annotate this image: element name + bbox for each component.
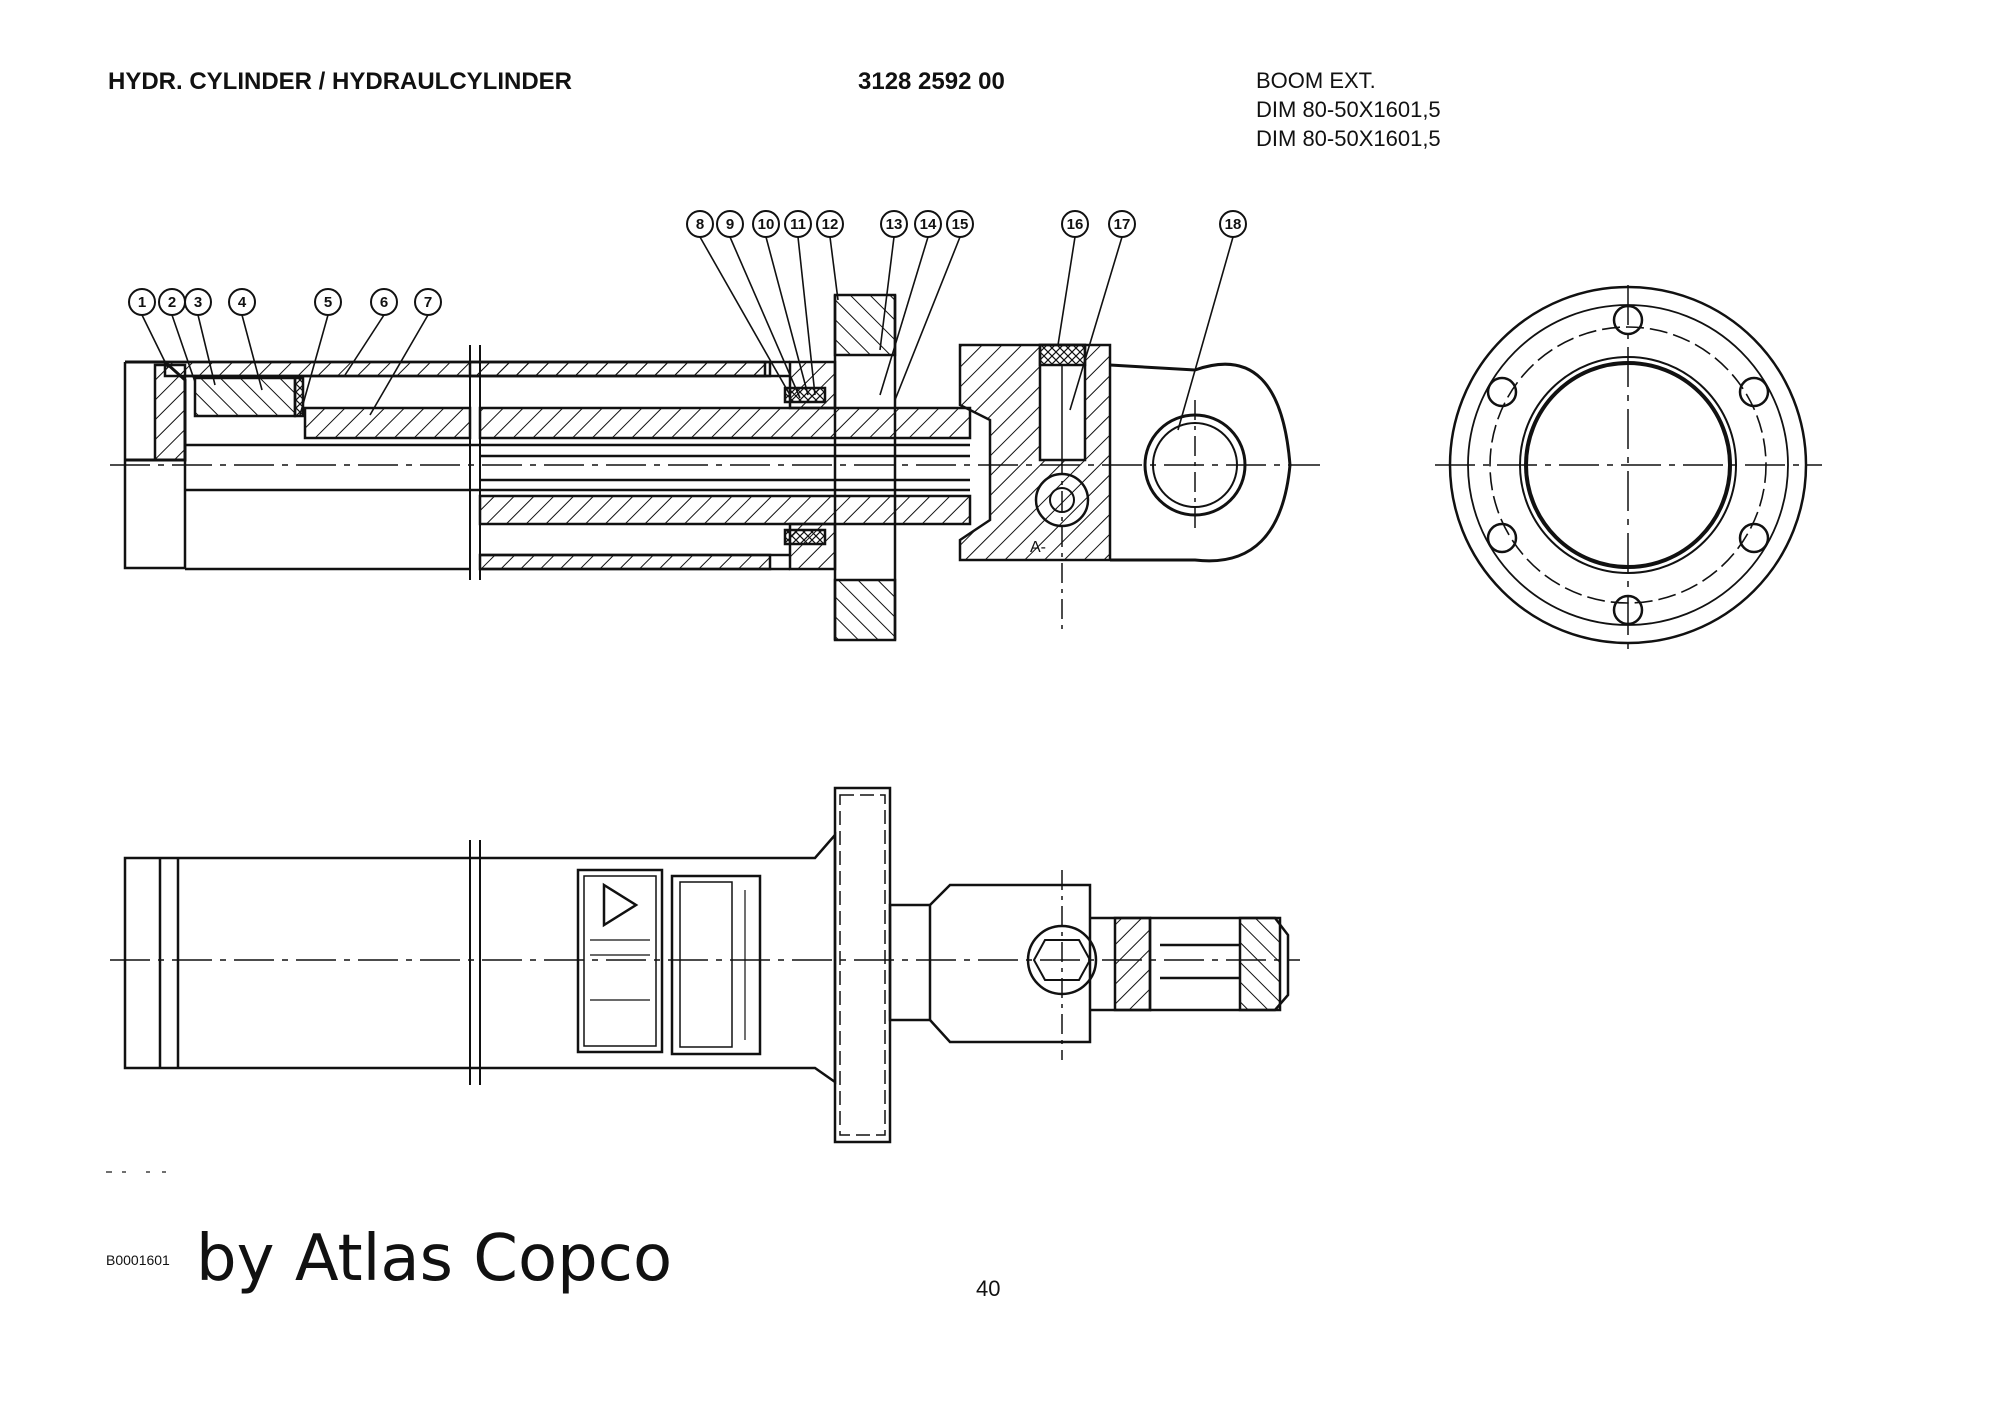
- balloon-18: [1219, 210, 1247, 238]
- spec-line-1: BOOM EXT.: [1256, 68, 1376, 93]
- balloon-4: [228, 288, 256, 316]
- balloon-label-13: 13: [886, 216, 903, 233]
- leader-line-1: [141, 314, 169, 369]
- balloon-label-14: 14: [920, 216, 937, 233]
- balloon-label-9: 9: [726, 216, 734, 233]
- leader-line-5: [299, 314, 329, 416]
- balloon-label-16: 16: [1067, 216, 1084, 233]
- leader-line-9: [729, 236, 801, 399]
- drawing-code: B0001601: [106, 1252, 170, 1268]
- balloon-label-3: 3: [194, 294, 202, 311]
- leader-line-11: [797, 236, 816, 396]
- balloon-6: [370, 288, 398, 316]
- spec-line-3: DIM 80-50X1601,5: [1256, 126, 1441, 151]
- balloon-label-2: 2: [168, 294, 176, 311]
- leader-line-15: [894, 236, 961, 401]
- leader-line-14: [879, 236, 929, 396]
- balloon-14: [914, 210, 942, 238]
- leader-line-16: [1057, 236, 1076, 346]
- balloon-11: [784, 210, 812, 238]
- balloon-label-5: 5: [324, 294, 332, 311]
- balloon-3: [184, 288, 212, 316]
- balloon-7: [414, 288, 442, 316]
- balloon-1: [128, 288, 156, 316]
- balloon-15: [946, 210, 974, 238]
- balloon-17: [1108, 210, 1136, 238]
- leader-line-10: [765, 236, 809, 396]
- balloon-label-12: 12: [822, 216, 839, 233]
- view-label: A-: [1030, 539, 1046, 556]
- balloon-label-8: 8: [696, 216, 704, 233]
- brand-text: by Atlas Copco: [196, 1222, 673, 1296]
- drawing-title: HYDR. CYLINDER / HYDRAULCYLINDER: [108, 68, 573, 95]
- leader-line-2: [171, 314, 196, 383]
- balloon-5: [314, 288, 342, 316]
- leader-line-12: [829, 236, 839, 301]
- leader-line-18: [1177, 236, 1234, 431]
- spec-line-2: DIM 80-50X1601,5: [1256, 97, 1441, 122]
- spec-block: BOOM EXT. DIM 80-50X1601,5 DIM 80-50X160…: [1256, 66, 1441, 153]
- part-number: 3128 2592 00: [858, 68, 1005, 95]
- leader-line-8: [699, 236, 791, 396]
- balloon-label-1: 1: [138, 294, 146, 311]
- balloon-16: [1061, 210, 1089, 238]
- leader-line-6: [344, 314, 385, 376]
- leader-line-17: [1069, 236, 1123, 411]
- page-number: 40: [976, 1276, 1001, 1301]
- balloon-label-4: 4: [238, 294, 247, 311]
- leader-line-7: [369, 314, 429, 416]
- balloon-8: [686, 210, 714, 238]
- balloon-label-11: 11: [790, 216, 806, 233]
- flange-end-view: [1435, 285, 1822, 650]
- balloon-label-18: 18: [1225, 216, 1242, 233]
- leader-line-4: [241, 314, 263, 391]
- balloon-9: [716, 210, 744, 238]
- balloon-13: [880, 210, 908, 238]
- leader-line-13: [879, 236, 895, 351]
- balloon-label-15: 15: [952, 216, 969, 233]
- balloon-label-17: 17: [1114, 216, 1131, 233]
- balloon-label-6: 6: [380, 294, 388, 311]
- balloon-label-7: 7: [424, 294, 432, 311]
- cylinder-outside-view: [110, 786, 1300, 1144]
- balloon-label-10: 10: [758, 216, 775, 233]
- balloon-10: [752, 210, 780, 238]
- cylinder-section-view: A-: [110, 293, 1320, 642]
- balloon-12: [816, 210, 844, 238]
- leader-line-3: [197, 314, 216, 386]
